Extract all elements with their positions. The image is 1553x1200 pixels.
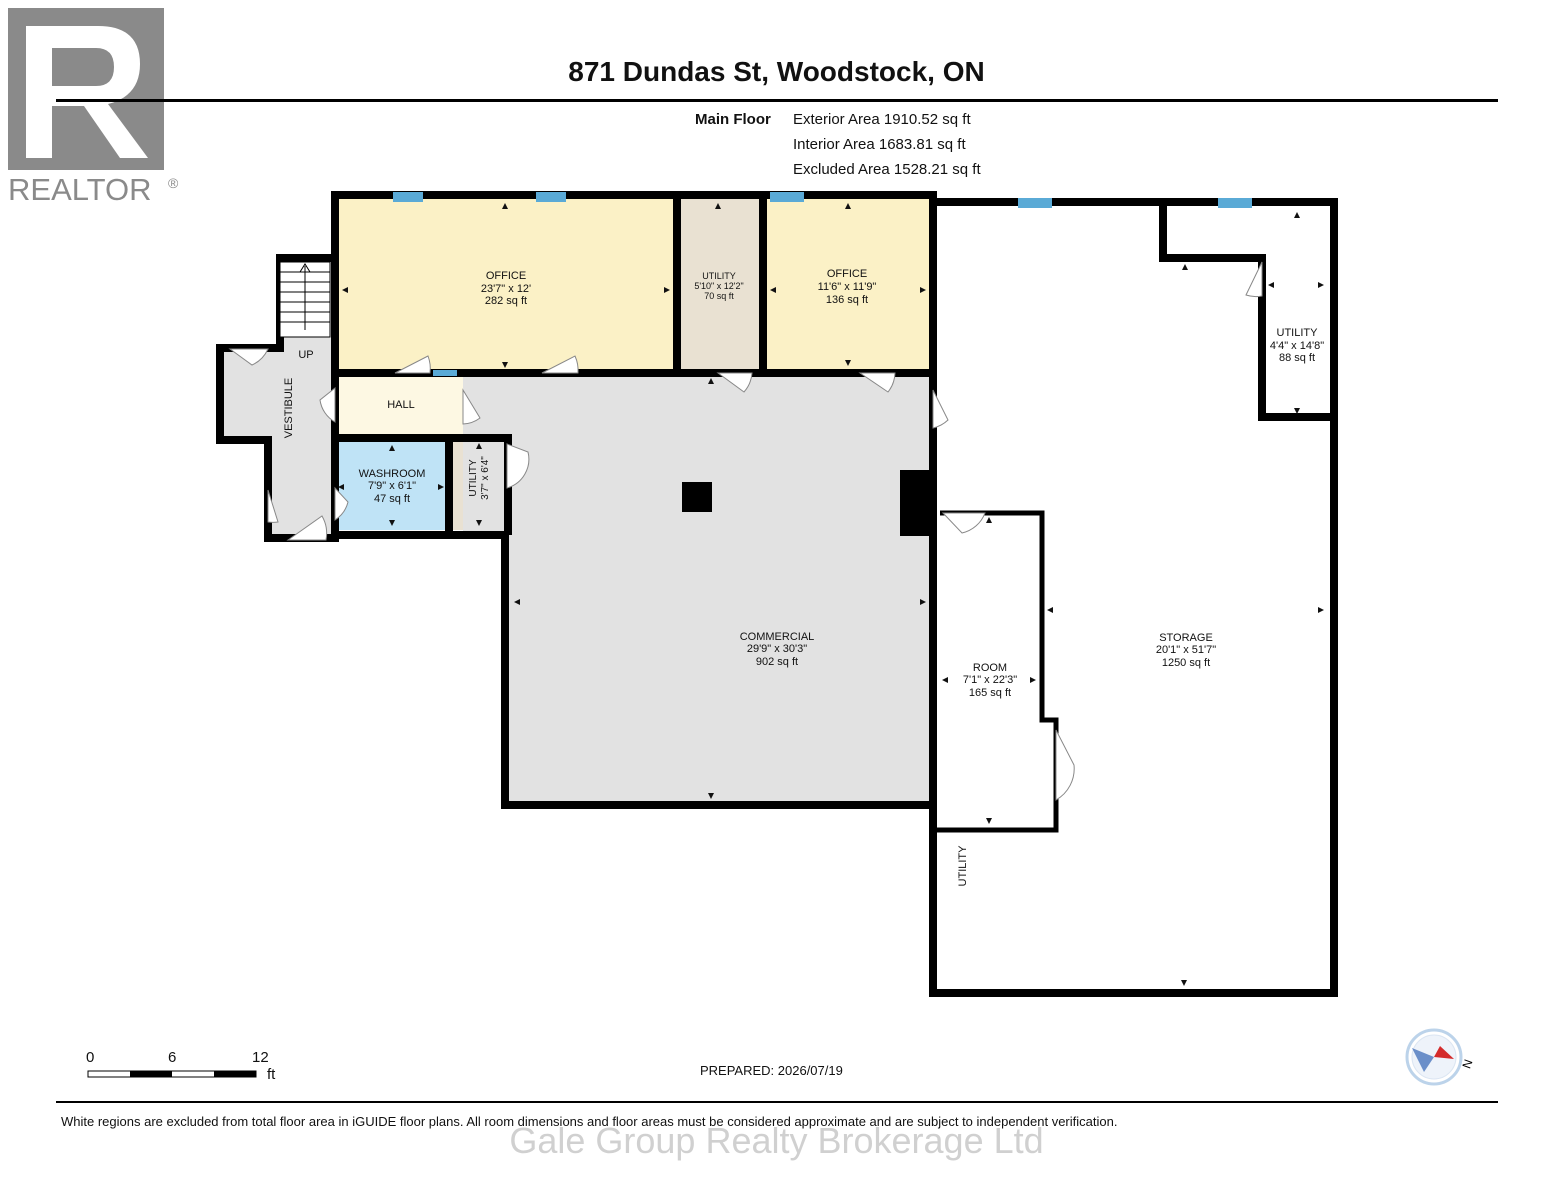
window — [433, 370, 457, 376]
brokerage-watermark: Gale Group Realty Brokerage Ltd — [509, 1120, 1044, 1161]
door-icon — [228, 348, 269, 366]
compass-north-label: N — [1459, 1057, 1475, 1070]
room-area: 165 sq ft — [969, 687, 1011, 699]
window — [770, 192, 804, 202]
room-name: WASHROOM — [359, 468, 426, 480]
room-dims: 20'1" x 51'7" — [1156, 644, 1216, 656]
hall-fill — [338, 373, 463, 435]
header-rule — [56, 99, 1498, 102]
room-storage: STORAGE 20'1" x 51'7" 1250 sq ft — [1156, 632, 1216, 669]
room-area: 1250 sq ft — [1162, 657, 1210, 669]
room-area: 70 sq ft — [704, 291, 734, 301]
door-icon — [1055, 729, 1075, 801]
door-icon — [716, 372, 753, 393]
window — [393, 192, 423, 202]
realtor-logo: REALTOR ® — [8, 8, 180, 208]
room-dims: 7'1" x 22'3" — [963, 674, 1017, 686]
window — [1218, 198, 1252, 208]
room-dims: 29'9" x 30'3" — [747, 643, 807, 655]
room-area: 136 sq ft — [826, 294, 868, 306]
room-washroom: WASHROOM 7'9" x 6'1" 47 sq ft — [359, 468, 426, 505]
doors — [228, 261, 1263, 801]
column — [682, 482, 712, 512]
washroom-top-wall — [335, 434, 512, 535]
logo-r-icon — [26, 26, 148, 158]
room-dims: 11'6" x 11'9" — [818, 281, 877, 293]
window — [1018, 198, 1052, 208]
footer-rule — [56, 1101, 1498, 1103]
room-name: ROOM — [973, 662, 1007, 674]
door-icon — [462, 388, 481, 425]
window — [536, 192, 566, 202]
logo-wordmark: REALTOR — [8, 172, 152, 207]
door-icon — [541, 355, 579, 374]
utility-right-wall — [1159, 205, 1330, 421]
room-utility-top: UTILITY 5'10" x 12'2" 70 sq ft — [694, 271, 743, 301]
door-icon — [858, 372, 896, 393]
room-room: ROOM 7'1" x 22'3" 165 sq ft — [963, 662, 1017, 699]
disclaimer-text: White regions are excluded from total fl… — [61, 1114, 1118, 1129]
compass-icon: N — [1404, 1028, 1476, 1086]
room-name: OFFICE — [827, 268, 867, 280]
page-title: 871 Dundas St, Woodstock, ON — [568, 56, 985, 87]
room-name: UTILITY — [1277, 327, 1319, 339]
room-dims: 3'7" x 6'4" — [480, 456, 491, 500]
office-2-fill — [763, 198, 933, 373]
room-name: UTILITY — [468, 459, 479, 497]
room-hall-name: HALL — [387, 399, 415, 411]
scale-unit: ft — [267, 1066, 276, 1083]
commercial-fill — [463, 373, 933, 805]
dimension-markers — [338, 203, 1324, 986]
windows — [393, 192, 1252, 376]
room-dims: 4'4" x 14'8" — [1270, 340, 1324, 352]
door-icon — [394, 355, 431, 374]
utility-top-fill — [677, 198, 763, 373]
room-utility-bottom-name: UTILITY — [957, 845, 969, 887]
office-1-fill — [335, 198, 677, 373]
door-icon — [506, 443, 530, 489]
stair-up-label: UP — [298, 349, 313, 361]
interior-area: Interior Area 1683.81 sq ft — [793, 136, 966, 153]
room-wall — [936, 510, 1059, 833]
washroom-fill — [335, 440, 448, 530]
prepared-date: PREPARED: 2026/07/19 — [700, 1063, 843, 1078]
room-office-2: OFFICE 11'6" x 11'9" 136 sq ft — [818, 268, 877, 306]
door-icon — [1245, 261, 1263, 298]
exterior-area: Exterior Area 1910.52 sq ft — [793, 111, 971, 128]
scale-tick-12: 12 — [252, 1049, 269, 1066]
room-area: 88 sq ft — [1279, 352, 1315, 364]
room-dims: 23'7" x 12' — [481, 283, 531, 295]
scale-bar — [87, 1070, 257, 1078]
door-icon — [941, 512, 986, 534]
door-icon — [334, 486, 349, 521]
room-name: STORAGE — [1159, 632, 1213, 644]
room-name: UTILITY — [702, 271, 736, 281]
floor-label: Main Floor — [695, 111, 771, 128]
room-dims: 7'9" x 6'1" — [368, 480, 416, 492]
excluded-area: Excluded Area 1528.21 sq ft — [793, 161, 981, 178]
room-name: COMMERCIAL — [740, 631, 815, 643]
scale-tick-6: 6 — [168, 1049, 177, 1066]
door-icon — [286, 515, 328, 541]
room-utility-small: UTILITY 3'7" x 6'4" — [468, 456, 491, 500]
stairs-icon — [279, 261, 331, 338]
room-area: 282 sq ft — [485, 295, 527, 307]
logo-registered-mark: ® — [168, 175, 179, 191]
room-utility-right: UTILITY 4'4" x 14'8" 88 sq ft — [1270, 327, 1324, 364]
storage-outer-wall — [929, 198, 1338, 997]
door-icon — [932, 389, 949, 429]
walls — [216, 191, 1338, 997]
room-office-1: OFFICE 23'7" x 12' 282 sq ft — [481, 270, 531, 307]
door-icon — [319, 386, 336, 423]
room-dims: 5'10" x 12'2" — [694, 281, 743, 291]
scale-tick-0: 0 — [86, 1049, 95, 1066]
room-area: 47 sq ft — [374, 493, 410, 505]
room-name: OFFICE — [486, 270, 526, 282]
room-commercial: COMMERCIAL 29'9" x 30'3" 902 sq ft — [740, 631, 815, 668]
room-area: 902 sq ft — [756, 656, 798, 668]
door-icon — [267, 489, 279, 523]
room-vestibule-name: VESTIBULE — [283, 378, 295, 439]
